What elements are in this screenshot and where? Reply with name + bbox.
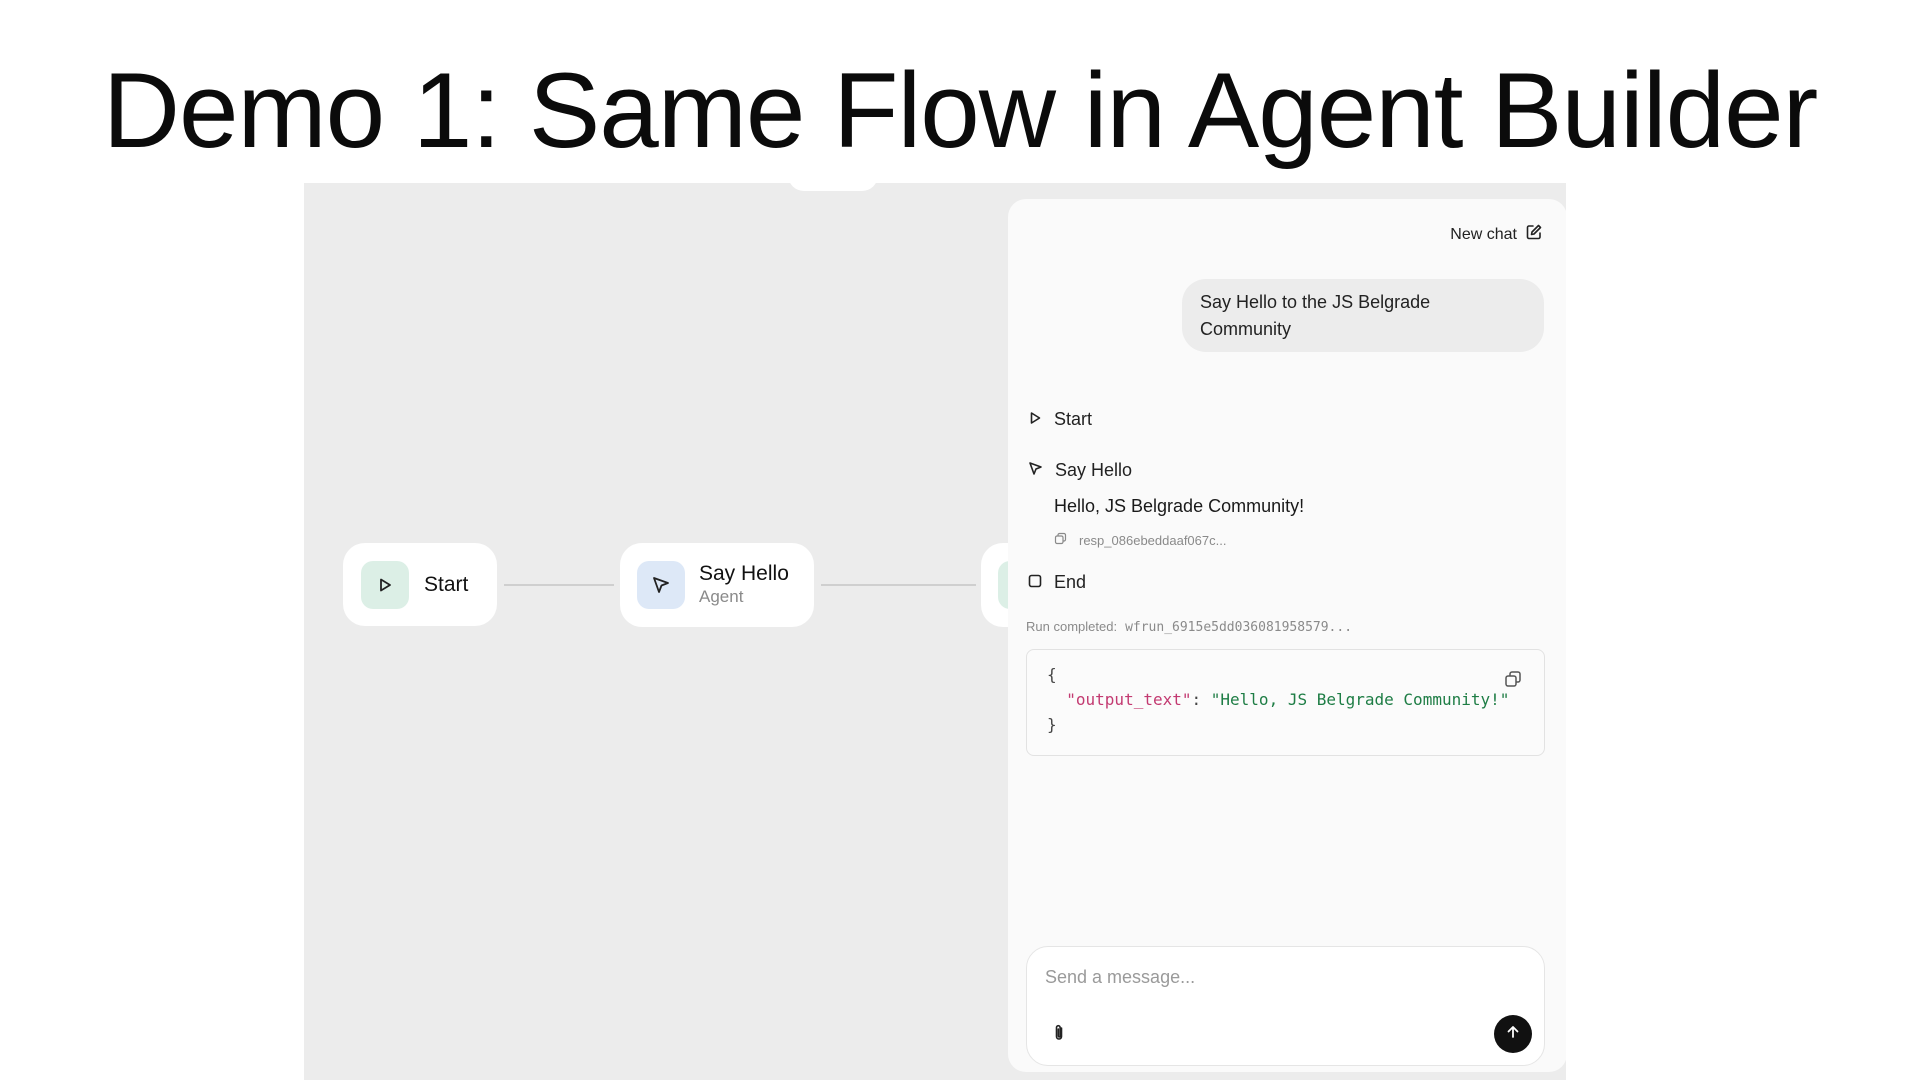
copy-icon [1054, 532, 1079, 548]
json-close-brace: } [1047, 715, 1057, 734]
play-icon [1028, 409, 1054, 430]
response-id[interactable]: resp_086ebeddaaf067c... [1054, 532, 1226, 548]
copy-code-icon[interactable] [1504, 670, 1522, 695]
cursor-icon [1028, 460, 1055, 481]
slide-title: Demo 1: Same Flow in Agent Builder [102, 50, 1819, 170]
preview-chat-panel: New chat Say Hello to the JS Belgrade Co… [1008, 199, 1566, 1072]
run-id: wfrun_6915e5dd036081958579... [1125, 620, 1353, 635]
run-completed-line: Run completed: wfrun_6915e5dd036081958579… [1026, 619, 1352, 635]
json-key: "output_text" [1066, 690, 1192, 709]
agent-output-text: Hello, JS Belgrade Community! [1054, 496, 1305, 516]
node-label: Say Hello [699, 562, 789, 585]
agent-builder-screenshot: Start Say Hello Agent New chat Say Hello… [304, 183, 1566, 1080]
canvas-node-say-hello[interactable]: Say Hello Agent [620, 543, 814, 627]
json-separator: : [1191, 690, 1211, 709]
canvas-node-start[interactable]: Start [343, 543, 497, 626]
paperclip-icon[interactable] [1051, 1023, 1067, 1048]
play-icon [361, 560, 409, 609]
message-input[interactable] [1043, 961, 1487, 993]
response-id-text: resp_086ebeddaaf067c... [1079, 532, 1227, 548]
run-completed-label: Run completed: [1026, 619, 1118, 634]
send-button[interactable] [1494, 1015, 1532, 1053]
node-type-label: Agent [699, 587, 744, 606]
run-step-start: Start [1028, 409, 1092, 430]
edit-icon [1517, 223, 1543, 246]
json-value: "Hello, JS Belgrade Community!" [1210, 690, 1510, 709]
edge-say-hello-to-end [821, 584, 976, 586]
message-composer [1026, 946, 1545, 1066]
step-label: End [1054, 572, 1087, 592]
cursor-icon [637, 561, 685, 609]
node-label: Start [424, 572, 469, 596]
step-label: Say Hello [1055, 460, 1133, 480]
edge-start-to-say-hello [504, 584, 614, 586]
new-chat-label: New chat [1450, 225, 1517, 243]
top-toolbar-tab[interactable] [788, 183, 878, 191]
arrow-up-icon [1505, 1024, 1521, 1045]
step-label: Start [1054, 409, 1093, 429]
stop-square-icon [1028, 572, 1054, 593]
run-step-end: End [1028, 572, 1086, 593]
json-open-brace: { [1047, 665, 1057, 684]
user-message-bubble: Say Hello to the JS Belgrade Community [1182, 279, 1544, 352]
run-step-say-hello: Say Hello [1028, 460, 1132, 481]
new-chat-button[interactable]: New chat [1450, 223, 1543, 246]
output-json-block: { "output_text": "Hello, JS Belgrade Com… [1026, 649, 1545, 756]
